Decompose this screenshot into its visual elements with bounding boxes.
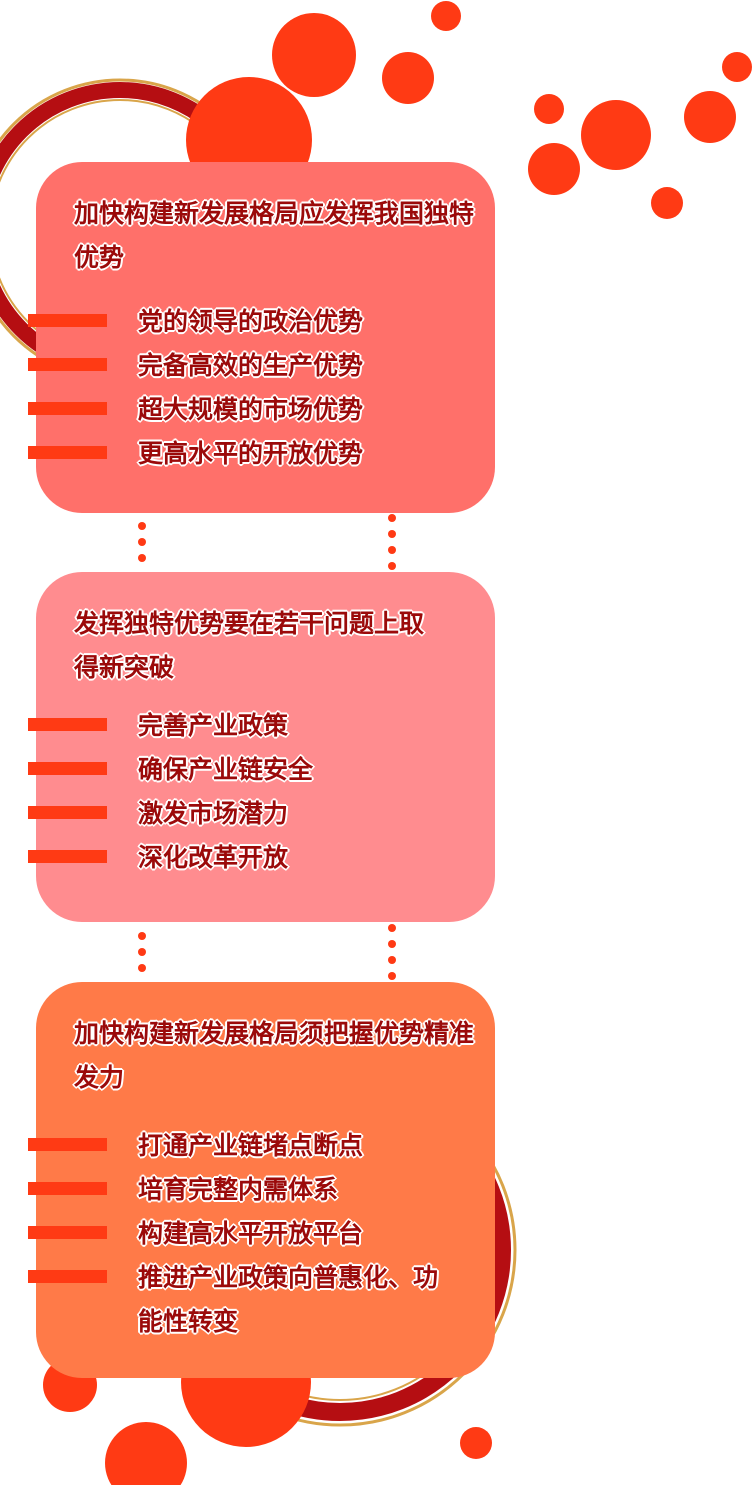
- list-item: 深化改革开放: [28, 836, 495, 880]
- list-item: 激发市场潜力: [28, 792, 495, 836]
- item-label: 党的领导的政治优势: [138, 307, 364, 336]
- list-item: 构建高水平开放平台: [28, 1212, 495, 1256]
- item-label: 深化改革开放: [138, 843, 289, 872]
- bullet-bar-icon: [28, 718, 107, 731]
- item-label: 更高水平的开放优势: [138, 439, 364, 468]
- connector-dots: [388, 924, 396, 988]
- item-label: 构建高水平开放平台: [138, 1219, 364, 1248]
- bullet-bar-icon: [28, 314, 107, 327]
- bullet-bar-icon: [28, 850, 107, 863]
- section-card-3: 加快构建新发展格局须把握优势精准发力 打通产业链堵点断点 培育完整内需体系 构建…: [28, 982, 495, 1378]
- bullet-bar-icon: [28, 1226, 107, 1239]
- bullet-bar-icon: [28, 402, 107, 415]
- item-label: 超大规模的市场优势: [138, 395, 364, 424]
- bullet-bar-icon: [28, 1138, 107, 1151]
- list-item: 推进产业政策向普惠化、功能性转变: [28, 1256, 495, 1344]
- bullet-bar-icon: [28, 358, 107, 371]
- section-title: 发挥独特优势要在若干问题上取得新突破: [74, 609, 425, 682]
- bullet-bar-icon: [28, 1182, 107, 1195]
- item-label: 培育完整内需体系: [138, 1175, 339, 1204]
- section-card-2: 发挥独特优势要在若干问题上取得新突破 完善产业政策 确保产业链安全 激发市场潜力…: [28, 572, 495, 922]
- item-label: 确保产业链安全: [138, 755, 314, 784]
- list-item: 超大规模的市场优势: [28, 388, 495, 432]
- connector-dots: [388, 514, 396, 578]
- bullet-bar-icon: [28, 446, 107, 459]
- list-item: 更高水平的开放优势: [28, 432, 495, 476]
- item-label: 完善产业政策: [138, 711, 289, 740]
- item-label: 打通产业链堵点断点: [138, 1131, 364, 1160]
- section-card-1: 加快构建新发展格局应发挥我国独特优势 党的领导的政治优势 完备高效的生产优势 超…: [28, 162, 495, 513]
- bullet-bar-icon: [28, 1270, 107, 1283]
- section-title: 加快构建新发展格局应发挥我国独特优势: [74, 199, 475, 272]
- item-label: 激发市场潜力: [138, 799, 289, 828]
- item-label: 完备高效的生产优势: [138, 351, 364, 380]
- list-item: 完善产业政策: [28, 704, 495, 748]
- list-item: 培育完整内需体系: [28, 1168, 495, 1212]
- list-item: 党的领导的政治优势: [28, 300, 495, 344]
- list-item: 确保产业链安全: [28, 748, 495, 792]
- list-item: 打通产业链堵点断点: [28, 1124, 495, 1168]
- connector-dots: [138, 522, 146, 570]
- section-title: 加快构建新发展格局须把握优势精准发力: [74, 1019, 475, 1092]
- connector-dots: [138, 932, 146, 980]
- bullet-bar-icon: [28, 762, 107, 775]
- bullet-bar-icon: [28, 806, 107, 819]
- list-item: 完备高效的生产优势: [28, 344, 495, 388]
- item-label: 推进产业政策向普惠化、功能性转变: [138, 1263, 439, 1336]
